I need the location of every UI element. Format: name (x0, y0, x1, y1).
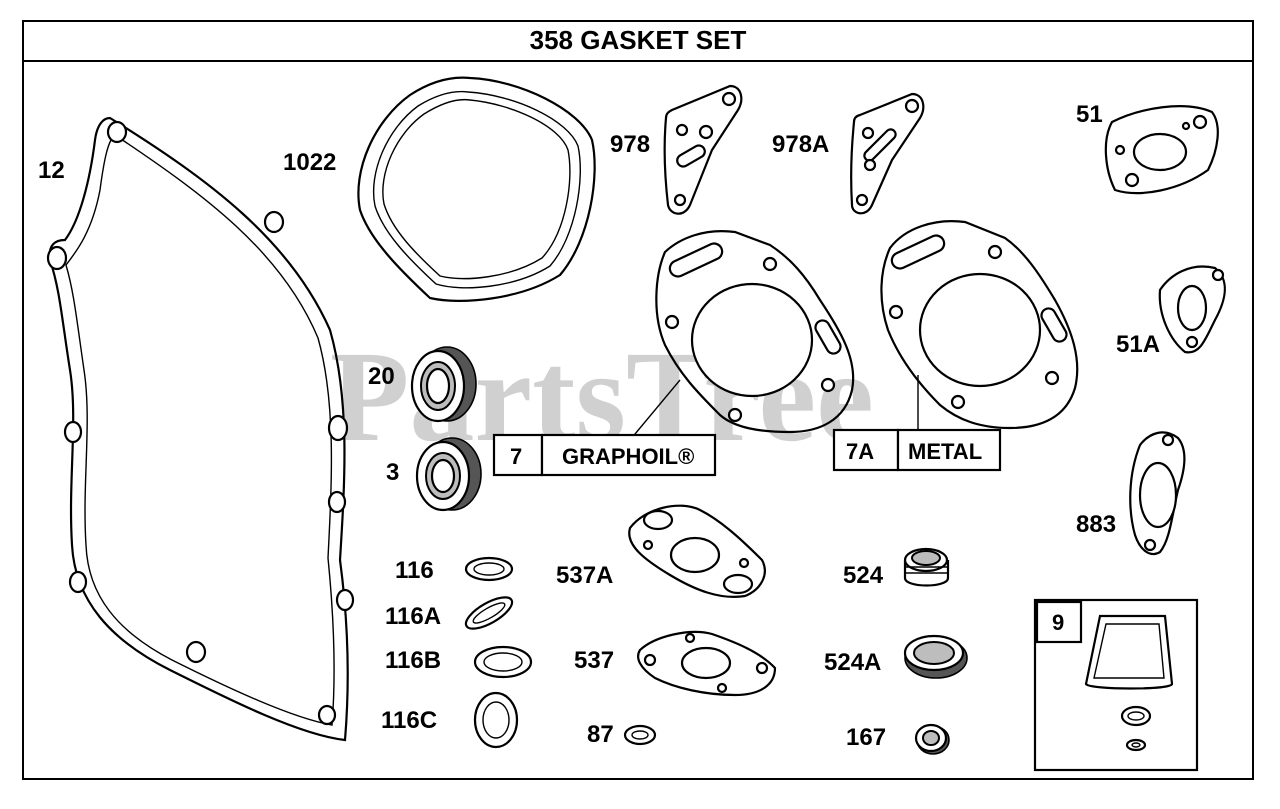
label-51a: 51A (1116, 331, 1160, 358)
part-524-plug[interactable] (903, 547, 950, 587)
label-116c: 116C (381, 707, 437, 734)
label-87: 87 (587, 721, 614, 748)
part-51-carburetor-gasket[interactable] (1104, 105, 1219, 195)
part-537-gasket[interactable] (637, 630, 777, 697)
part-7-head-gasket-graphoil[interactable] (629, 230, 855, 441)
part-1022-rocker-cover-gasket[interactable] (357, 76, 596, 302)
part-537a-gasket[interactable] (628, 504, 766, 598)
part-116c-gasket[interactable] (473, 691, 519, 749)
label-883: 883 (1076, 511, 1116, 538)
part-883-gasket[interactable] (1129, 431, 1186, 556)
callout-7-graphoil: 7 GRAPHOIL® (492, 433, 717, 477)
label-3: 3 (386, 459, 399, 486)
part-3-oil-seal[interactable] (415, 437, 482, 512)
label-51: 51 (1076, 101, 1103, 128)
part-116a-gasket[interactable] (461, 591, 516, 634)
callout-9-number: 9 (1052, 610, 1064, 635)
part-116-gasket[interactable] (464, 556, 514, 582)
label-524a: 524A (824, 649, 881, 676)
label-978: 978 (610, 131, 650, 158)
part-20-oil-seal[interactable] (410, 346, 477, 423)
label-12: 12 (38, 157, 65, 184)
part-524a-seal[interactable] (903, 634, 968, 679)
part-978-gasket[interactable] (663, 84, 743, 215)
callout-7a-number: 7A (846, 439, 874, 464)
diagram-title: 358 GASKET SET (22, 20, 1254, 62)
label-116a: 116A (385, 603, 441, 630)
part-87-washer[interactable] (623, 724, 657, 746)
part-978a-gasket[interactable] (850, 92, 925, 215)
callout-7a-text: METAL (908, 439, 982, 464)
label-116: 116 (395, 557, 434, 584)
part-51a-gasket[interactable] (1158, 265, 1226, 354)
callout-7a-metal: 7A METAL (832, 428, 1002, 472)
label-537: 537 (574, 647, 614, 674)
part-12-crankcase-gasket[interactable] (46, 116, 355, 742)
part-167-seal[interactable] (914, 723, 950, 755)
label-167: 167 (846, 724, 886, 751)
label-524: 524 (843, 562, 884, 589)
callout-7-number: 7 (510, 444, 522, 469)
label-978a: 978A (772, 131, 829, 158)
label-20: 20 (368, 363, 395, 390)
callout-9-kit[interactable]: 9 (1033, 598, 1199, 772)
label-1022: 1022 (283, 149, 336, 176)
label-116b: 116B (385, 647, 441, 674)
label-537a: 537A (556, 562, 613, 589)
callout-7-text: GRAPHOIL® (562, 444, 694, 469)
part-7a-head-gasket-metal[interactable] (880, 220, 1079, 432)
diagram-frame (22, 20, 1254, 780)
part-116b-gasket[interactable] (473, 645, 533, 679)
